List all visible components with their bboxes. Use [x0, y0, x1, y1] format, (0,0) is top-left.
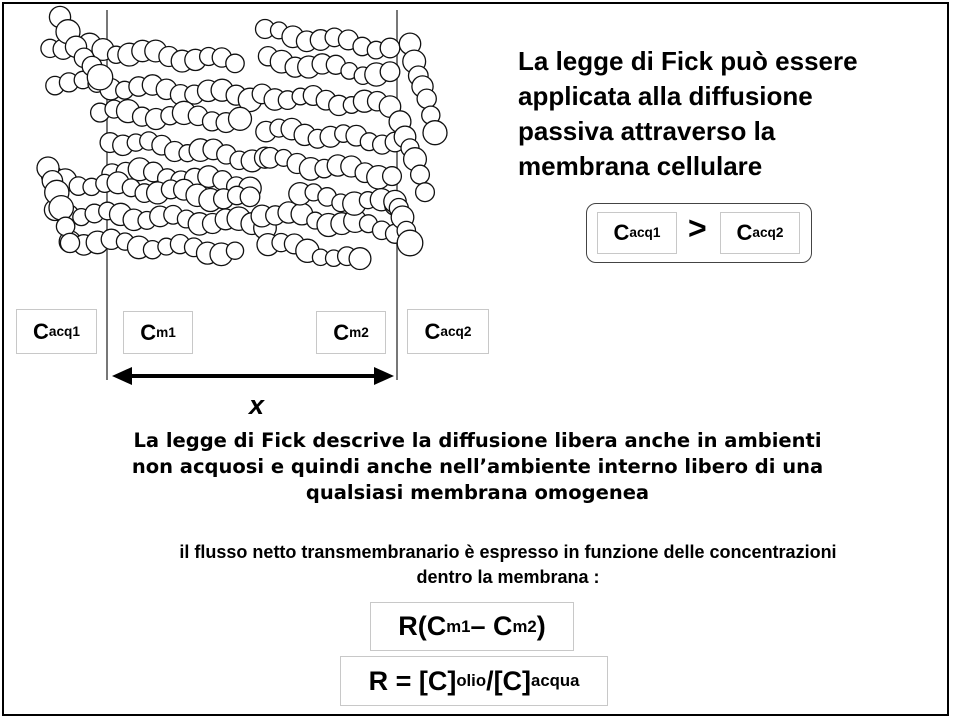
thickness-arrow — [112, 367, 394, 385]
lipid-atom — [225, 241, 245, 260]
lipid-atom — [409, 164, 431, 185]
description-text: La legge di Fick descrive la diffusione … — [30, 428, 925, 506]
lipid-atom — [348, 247, 372, 271]
heading-line: passiva attraverso la — [518, 116, 776, 146]
lipid-atom — [59, 232, 81, 254]
description-line: qualsiasi membrana omogenea — [305, 481, 650, 504]
lipid-atom — [381, 166, 403, 187]
heading-text: La legge di Fick può essere applicata al… — [518, 44, 938, 184]
description-line: non acquosi e quindi anche nell’ambiente… — [131, 455, 824, 478]
lipid-atom — [86, 63, 114, 91]
description-line: La legge di Fick descrive la diffusione … — [133, 429, 822, 452]
flux-line: il flusso netto transmembranario è espre… — [179, 542, 837, 562]
lipid-bilayer — [36, 5, 448, 271]
lipid-atom — [396, 229, 424, 257]
flux-line: dentro la membrana : — [416, 567, 600, 587]
lipid-atom — [422, 120, 448, 146]
lipid-atom — [48, 194, 75, 221]
greater-than-sign: > — [688, 210, 707, 246]
flux-text: il flusso netto transmembranario è espre… — [58, 540, 955, 590]
formula-partition-coefficient: R = [C]olio/[C]acqua — [340, 656, 608, 706]
lipid-atom — [239, 186, 261, 208]
lipid-atom — [414, 182, 436, 203]
heading-line: membrana cellulare — [518, 151, 763, 181]
lipid-atom — [225, 53, 245, 74]
lipid-atom — [416, 88, 437, 109]
inequality-box — [586, 203, 812, 263]
heading-line: applicata alla diffusione — [518, 81, 813, 111]
heading-line: La legge di Fick può essere — [518, 46, 858, 76]
lipid-atom — [379, 37, 401, 59]
lipid-atom — [227, 106, 253, 131]
lipid-atom — [379, 61, 401, 83]
lipid-atom — [55, 216, 76, 237]
thickness-label: x — [249, 390, 265, 420]
